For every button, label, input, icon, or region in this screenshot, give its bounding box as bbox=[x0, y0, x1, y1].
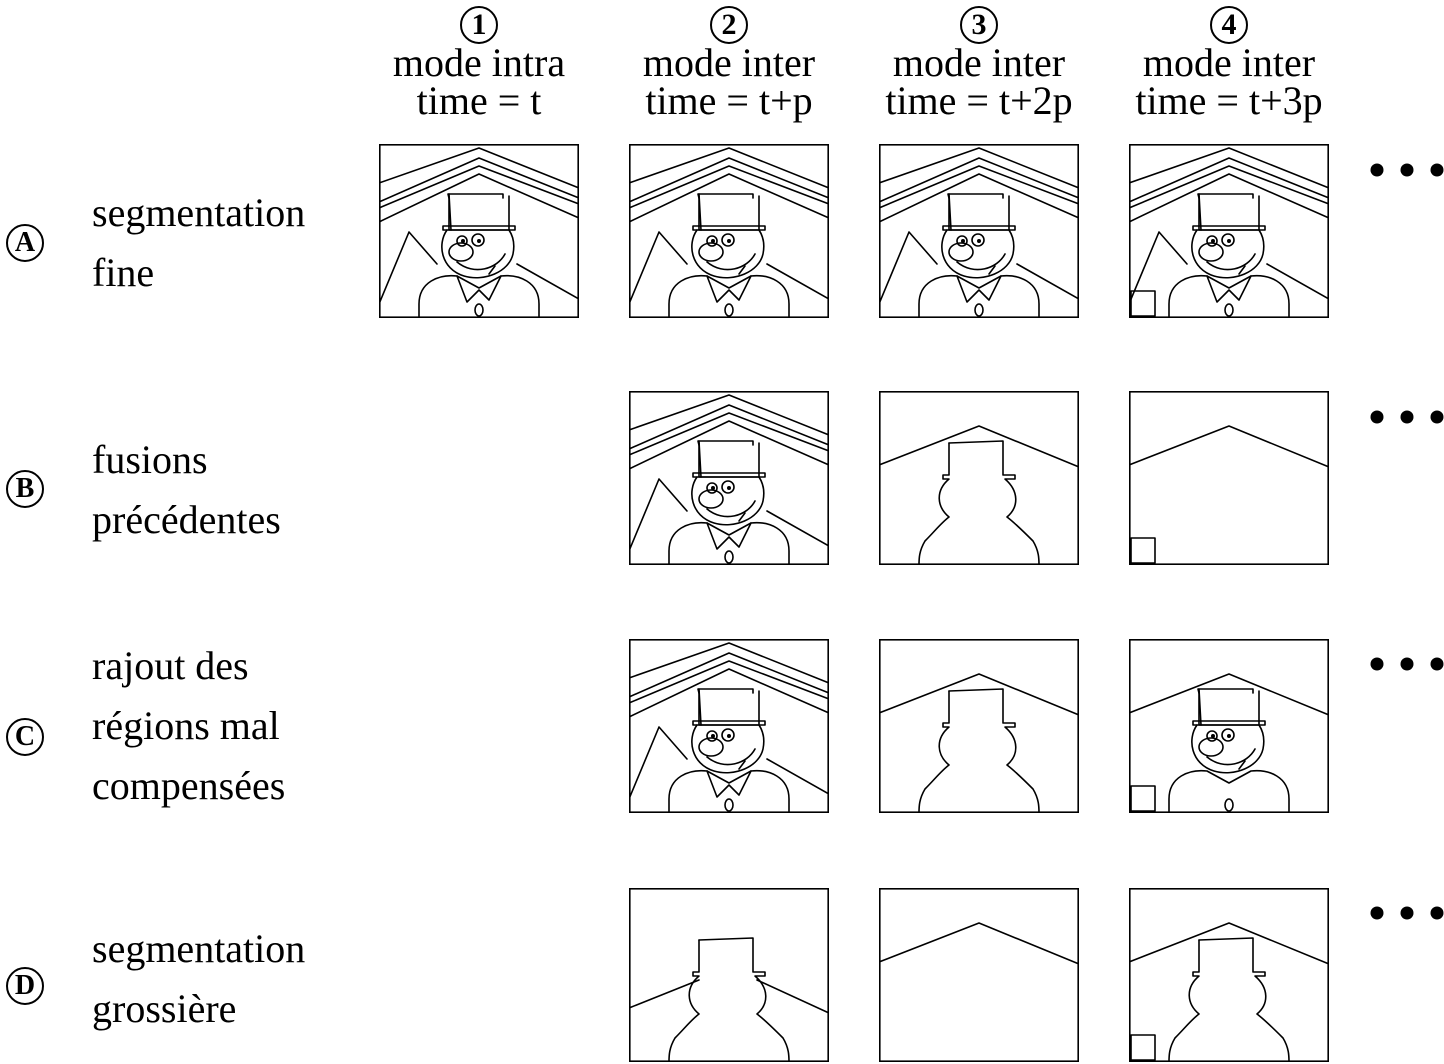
column-header-3: 3 mode inter time = t+2p bbox=[854, 6, 1104, 123]
column-mode: mode inter bbox=[1142, 40, 1316, 85]
segmentation-frame bbox=[629, 639, 829, 813]
column-number-badge: 1 bbox=[460, 6, 498, 44]
row-label-line: segmentation bbox=[92, 190, 306, 235]
row-label-c: rajout des régions mal compensées bbox=[92, 636, 285, 816]
row-label-b: fusions précédentes bbox=[92, 430, 281, 550]
segmentation-frame bbox=[1129, 639, 1329, 813]
column-time: time = t+p bbox=[645, 78, 813, 123]
segmentation-frame bbox=[629, 391, 829, 565]
row-label-d: segmentation grossière bbox=[92, 919, 305, 1039]
column-time: time = t bbox=[416, 78, 542, 123]
segmentation-frame bbox=[1129, 888, 1329, 1062]
row-label-line: compensées bbox=[92, 763, 286, 808]
row-badge-c: C bbox=[6, 718, 44, 756]
segmentation-frame bbox=[379, 144, 579, 318]
row-badge-d: D bbox=[6, 967, 44, 1005]
segmentation-frame bbox=[879, 888, 1079, 1062]
segmentation-frame bbox=[1129, 391, 1329, 565]
row-label-line: régions mal bbox=[92, 703, 280, 748]
row-label-line: grossière bbox=[92, 986, 237, 1031]
segmentation-frame bbox=[629, 144, 829, 318]
row-label-line: fusions bbox=[92, 437, 208, 482]
column-mode: mode inter bbox=[642, 40, 816, 85]
ellipsis-icon bbox=[1370, 906, 1444, 920]
row-label-line: segmentation bbox=[92, 926, 306, 971]
ellipsis-icon bbox=[1370, 163, 1444, 177]
row-badge-a: A bbox=[6, 224, 44, 262]
column-number-badge: 4 bbox=[1210, 6, 1248, 44]
row-badge-b: B bbox=[6, 470, 44, 508]
column-header-4: 4 mode inter time = t+3p bbox=[1104, 6, 1354, 123]
segmentation-frame bbox=[879, 391, 1079, 565]
ellipsis-icon bbox=[1370, 657, 1444, 671]
row-label-line: précédentes bbox=[92, 497, 281, 542]
column-mode: mode inter bbox=[892, 40, 1066, 85]
column-header-2: 2 mode inter time = t+p bbox=[604, 6, 854, 123]
ellipsis-icon bbox=[1370, 410, 1444, 424]
segmentation-frame bbox=[879, 144, 1079, 318]
segmentation-frame bbox=[629, 888, 829, 1062]
column-time: time = t+3p bbox=[1135, 78, 1323, 123]
row-label-a: segmentation fine bbox=[92, 183, 305, 303]
segmentation-frame bbox=[879, 639, 1079, 813]
segmentation-frame bbox=[1129, 144, 1329, 318]
column-mode: mode intra bbox=[392, 40, 566, 85]
row-label-line: fine bbox=[92, 250, 155, 295]
column-number-badge: 3 bbox=[960, 6, 998, 44]
column-number-badge: 2 bbox=[710, 6, 748, 44]
column-time: time = t+2p bbox=[885, 78, 1073, 123]
row-label-line: rajout des bbox=[92, 643, 249, 688]
column-header-1: 1 mode intra time = t bbox=[354, 6, 604, 123]
